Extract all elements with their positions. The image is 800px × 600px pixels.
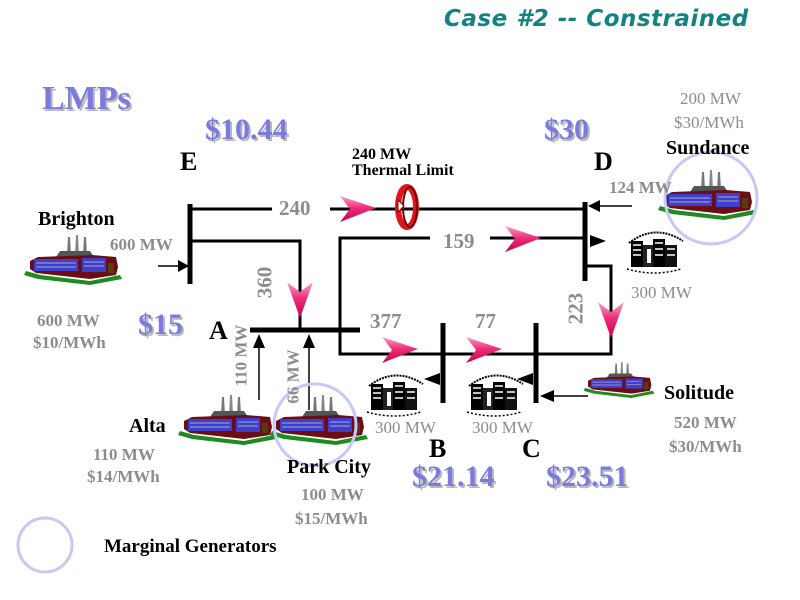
lmp-bus-C: $23.51 <box>546 460 629 493</box>
solitude-factory-icon <box>583 361 655 399</box>
bus-label-C: C <box>522 434 541 463</box>
lmp-bus-A: $15 <box>138 308 183 341</box>
thermal-limit-icon <box>395 184 419 230</box>
brighton-factory-icon <box>23 234 123 286</box>
gen-output-parkcity: 66 MW <box>283 349 303 404</box>
load-D-mw: 300 MW <box>631 283 692 302</box>
legend-marginal-label: Marginal Generators <box>104 536 277 557</box>
gen-cost-solitude: $30/MWh <box>669 437 742 456</box>
gen-capacity-sundance: 200 MW <box>680 89 741 108</box>
gen-cost-alta: $14/MWh <box>87 467 160 486</box>
gen-name-brighton: Brighton <box>38 208 115 230</box>
lmp-bus-E: $10.44 <box>205 113 288 146</box>
flow-label-B-C: 77 <box>475 309 496 333</box>
load-B-mw: 300 MW <box>375 418 436 437</box>
bus-label-D: D <box>594 147 613 176</box>
gen-output-alta: 110 MW <box>231 324 251 387</box>
lmp-bus-D: $30 <box>544 113 589 146</box>
gen-cost-brighton: $10/MWh <box>33 333 106 352</box>
load-C-mw: 300 MW <box>472 418 533 437</box>
marginal-circle-sundance <box>663 150 759 246</box>
solitude-injection-arrow <box>540 390 588 402</box>
gen-output-sundance: 124 MW <box>609 178 672 197</box>
flow-label-E-A: 360 <box>252 266 277 299</box>
lmp-bus-B: $21.14 <box>412 460 495 493</box>
gen-cost-sundance: $30/MWh <box>674 113 744 132</box>
gen-name-sundance: Sundance <box>666 137 750 159</box>
gen-cost-parkcity: $15/MWh <box>295 509 368 528</box>
load-D-arrow <box>590 235 606 247</box>
line-E-A <box>190 239 302 330</box>
load-C-city-icon <box>466 374 524 417</box>
sundance-factory-icon <box>657 169 757 221</box>
line-D-C <box>536 264 613 356</box>
load-C-arrow <box>517 373 533 385</box>
legend-marginal-circle <box>16 516 74 574</box>
page-title: Case #2 -- Constrained <box>444 6 749 32</box>
gen-name-parkcity: Park City <box>287 456 371 478</box>
bus-label-B: B <box>429 434 447 463</box>
load-D-city-icon <box>626 231 684 274</box>
gen-capacity-parkcity: 100 MW <box>301 485 364 504</box>
brighton-injection-arrow <box>158 260 189 272</box>
lmps-heading: LMPs <box>42 80 131 117</box>
bus-label-E: E <box>180 147 198 176</box>
flow-label-A-B: 377 <box>370 309 402 333</box>
bus-label-A: A <box>209 316 228 345</box>
flow-arrow-A-B <box>382 337 418 363</box>
flow-label-A-D: 159 <box>443 229 475 253</box>
flow-label-D-C: 223 <box>563 292 588 325</box>
alta-factory-icon <box>177 394 277 446</box>
gen-name-solitude: Solitude <box>664 382 735 404</box>
marginal-circle-parkcity <box>272 382 358 468</box>
gen-capacity-alta: 110 MW <box>93 445 155 464</box>
alta-injection-arrow <box>253 334 265 400</box>
gen-capacity-solitude: 520 MW <box>674 413 737 432</box>
gen-output-brighton: 600 MW <box>110 235 173 254</box>
load-B-city-icon <box>366 374 424 417</box>
flow-label-E-D: 240 <box>279 196 311 220</box>
sundance-injection-arrow <box>588 200 632 212</box>
gen-capacity-brighton: 600 MW <box>37 311 100 330</box>
parkcity-injection-arrow <box>303 334 315 410</box>
line-A-B <box>338 330 443 356</box>
flow-arrow-B-C <box>466 337 502 363</box>
load-B-arrow <box>424 373 440 385</box>
constraint-label-text: Thermal Limit <box>352 162 454 179</box>
gen-name-alta: Alta <box>129 415 166 437</box>
constraint-label-mw: 240 MW <box>352 146 412 163</box>
